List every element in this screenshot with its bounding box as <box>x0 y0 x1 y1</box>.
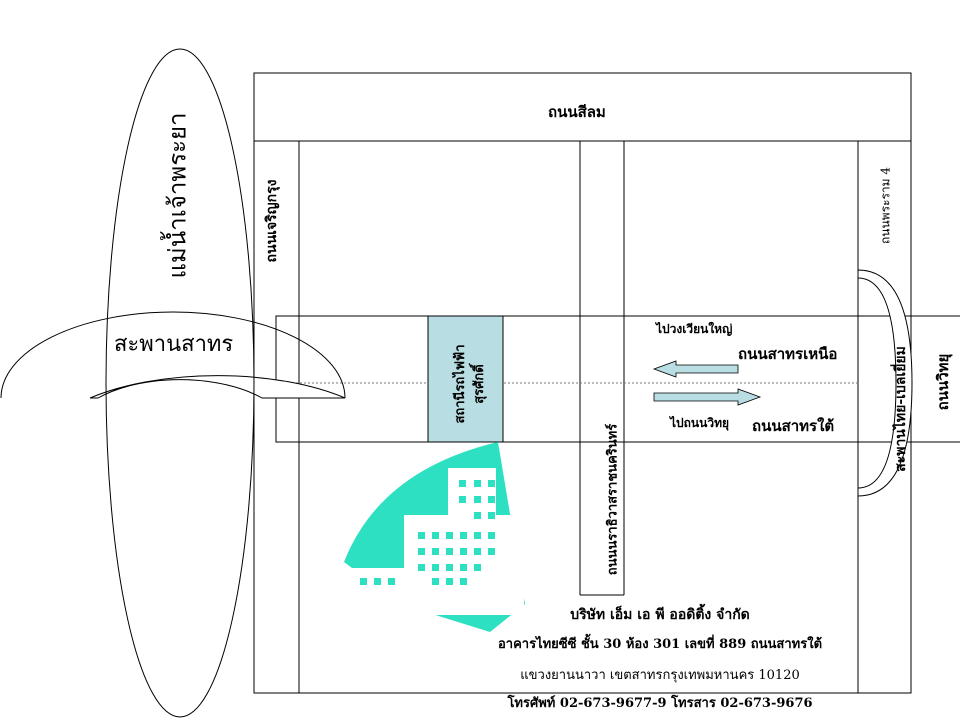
river-label: แม่น้ำเจ้าพระยา <box>163 112 192 279</box>
bts-station-label-line1: สถานีรถไฟฟ้า <box>453 344 468 424</box>
direction-north-label: ไปวงเวียนใหญ่ <box>656 322 733 336</box>
company-phone: โทรศัพท์ 02-673-9677-9 โทรสาร 02-673-967… <box>507 696 813 711</box>
company-address-line2: แขวงยานนาวา เขตสาทรกรุงเทพมหานคร 10120 <box>520 668 800 683</box>
narathiwat-road-label: ถนนนราธิวาสราชนครินทร์ <box>605 423 621 576</box>
sathorn-bridge-outline <box>0 311 346 399</box>
bts-station-box <box>427 315 504 443</box>
thai-belgian-bridge-label: สะพานไทย-เบลเยี่ยม <box>893 346 909 472</box>
direction-south-label: ไปถนนวิทยุ <box>670 416 730 430</box>
company-address-line1: อาคารไทยซีซี ชั้น 30 ห้อง 301 เลขที่ 889… <box>497 637 823 652</box>
bts-station-label-line2: สุรศักดิ์ <box>472 364 487 404</box>
arrow-to-witthayu <box>653 388 762 406</box>
building-logo-top <box>448 468 496 518</box>
arrow-to-wongwian-yai <box>652 360 739 378</box>
sathorn-north-road-label: ถนนสาทรเหนือ <box>738 345 838 363</box>
charoen-krung-road-label: ถนนเจริญกรุง <box>264 179 280 263</box>
chao-phraya-river <box>105 48 255 718</box>
witthayu-road-label: ถนนวิทยุ <box>934 353 952 411</box>
rama4-road-label: ถนนพระราม 4 <box>878 167 893 245</box>
thai-belgian-bridge <box>857 269 913 497</box>
building-logo-windows <box>360 480 495 585</box>
bts-station-label: สถานีรถไฟฟ้า สุรศักดิ์ <box>451 319 491 449</box>
silom-road-label: ถนนสีลม <box>548 103 606 121</box>
company-name: บริษัท เอ็ม เอ พี ออดิติ้ง จำกัด <box>570 607 750 623</box>
sathorn-bridge-shape <box>89 375 346 399</box>
sathorn-road-band <box>275 315 960 443</box>
sathorn-south-road-label: ถนนสาทรใต้ <box>752 417 835 435</box>
sathorn-bridge-label: สะพานสาทร <box>114 332 234 357</box>
building-logo-base <box>350 568 410 614</box>
building-logo <box>344 442 525 632</box>
